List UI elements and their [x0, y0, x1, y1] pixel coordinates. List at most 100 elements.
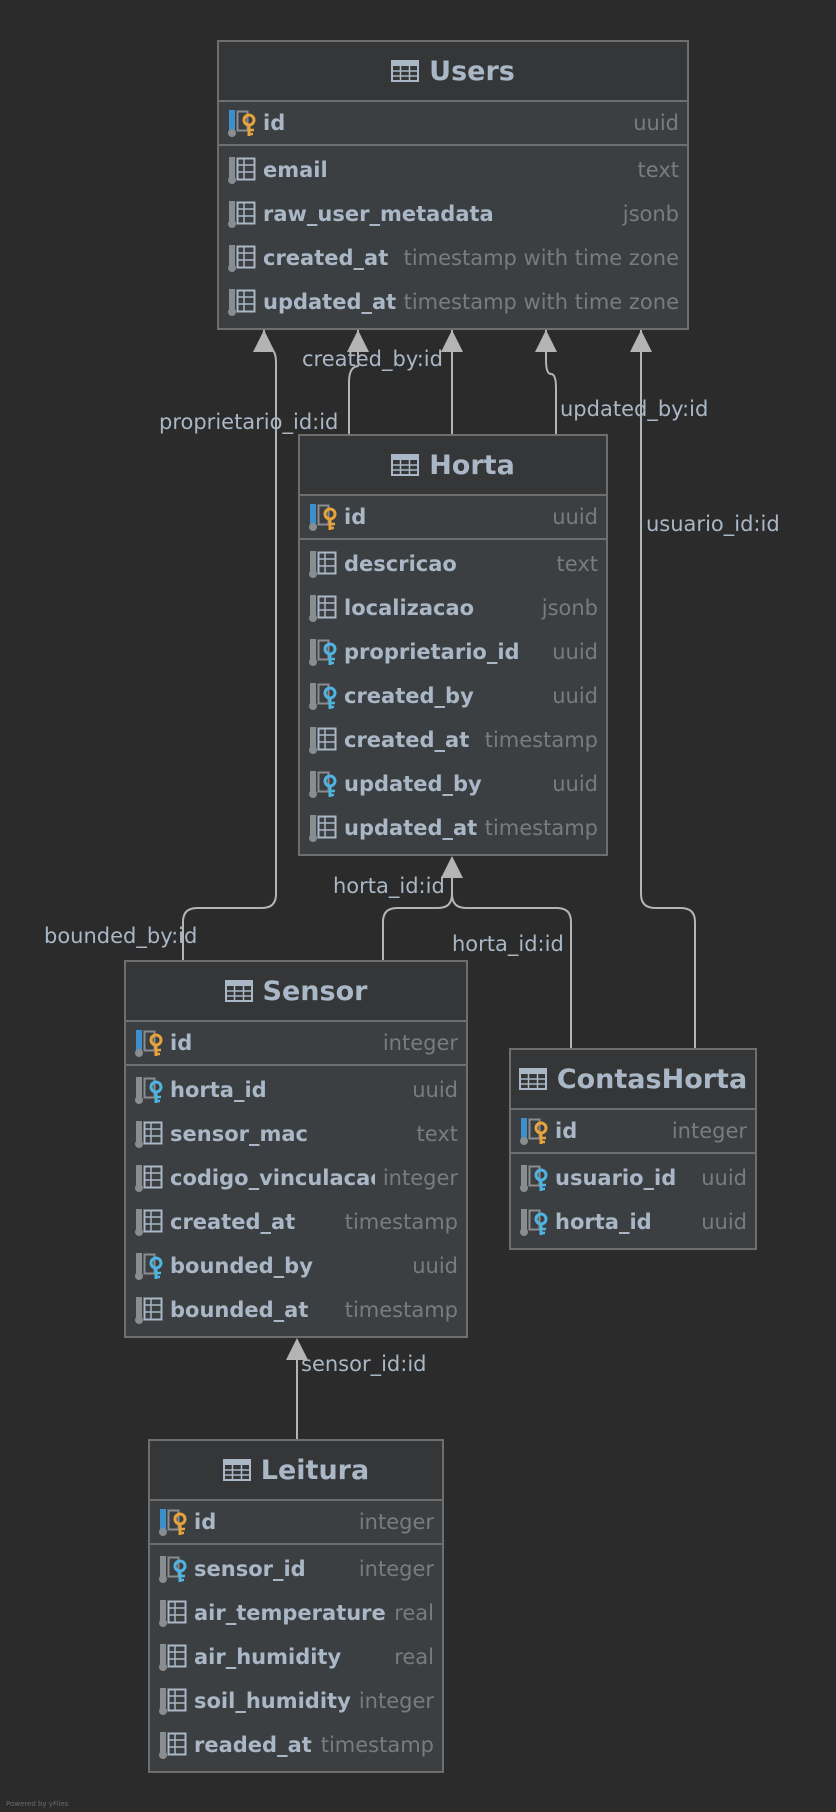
column-icon — [159, 1600, 187, 1627]
column-icon — [309, 815, 337, 842]
primary-key-icon — [520, 1118, 548, 1145]
column-type: uuid — [552, 684, 598, 708]
column-icon — [135, 1209, 163, 1236]
column-name: updated_by — [344, 772, 482, 796]
edge-label-proprietario-id: proprietario_id:id — [159, 410, 339, 434]
column-type: timestamp — [344, 1210, 458, 1234]
edge-label-sensor-id: sensor_id:id — [301, 1352, 427, 1376]
entity-header: Sensor — [126, 962, 466, 1022]
foreign-key-icon — [135, 1077, 163, 1104]
edge-label-contas-horta: horta_id:id — [452, 932, 564, 956]
entity-title: Leitura — [260, 1454, 370, 1486]
column-type: uuid — [412, 1254, 458, 1278]
column-name: air_humidity — [194, 1645, 342, 1669]
column-name: bounded_at — [170, 1298, 309, 1322]
column-name: readed_at — [194, 1733, 312, 1757]
column-name: sensor_mac — [170, 1122, 308, 1146]
column-name: created_by — [344, 684, 474, 708]
column-name: created_at — [170, 1210, 296, 1234]
column-name: usuario_id — [555, 1166, 677, 1190]
column-type: uuid — [701, 1166, 747, 1190]
column-type: uuid — [552, 640, 598, 664]
column-name: horta_id — [170, 1078, 267, 1102]
arrowhead-users-3 — [441, 330, 463, 352]
column-type: timestamp with time zone — [403, 290, 679, 314]
column-type: text — [416, 1122, 458, 1146]
column-name: id — [263, 111, 286, 135]
column-type: jsonb — [541, 596, 598, 620]
column-name: proprietario_id — [344, 640, 520, 664]
column-type: integer — [382, 1031, 458, 1055]
column-type: real — [394, 1601, 434, 1625]
column-type: jsonb — [622, 202, 679, 226]
column-row[interactable]: usuario_id uuid — [511, 1156, 755, 1200]
column-row[interactable]: bounded_by uuid — [126, 1244, 466, 1288]
column-row[interactable]: sensor_id integer — [150, 1547, 442, 1591]
foreign-key-icon — [159, 1556, 187, 1583]
column-row[interactable]: proprietario_id uuid — [300, 630, 606, 674]
column-name: created_at — [344, 728, 470, 752]
foreign-key-icon — [309, 771, 337, 798]
primary-key-row[interactable]: id uuid — [300, 496, 606, 540]
column-type: uuid — [552, 505, 598, 529]
column-type: text — [637, 158, 679, 182]
column-icon — [228, 157, 256, 184]
column-row[interactable]: air_temperature real — [150, 1591, 442, 1635]
column-icon — [228, 201, 256, 228]
column-name: sensor_id — [194, 1557, 306, 1581]
foreign-key-icon — [520, 1209, 548, 1236]
column-row[interactable]: updated_by uuid — [300, 762, 606, 806]
edge-usuario-id — [640, 330, 696, 1048]
column-name: bounded_by — [170, 1254, 313, 1278]
edge-label-sensor-horta: horta_id:id — [333, 874, 445, 898]
column-row[interactable]: updated_at timestamp with time zone — [219, 280, 687, 324]
column-name: updated_at — [263, 290, 396, 314]
column-row[interactable]: localizacao jsonb — [300, 586, 606, 630]
column-type: integer — [358, 1557, 434, 1581]
table-icon — [222, 1459, 251, 1481]
column-type: integer — [382, 1166, 458, 1190]
column-row[interactable]: created_at timestamp — [126, 1200, 466, 1244]
entity-title: ContasHorta — [556, 1063, 748, 1095]
column-icon — [309, 727, 337, 754]
column-row[interactable]: created_by uuid — [300, 674, 606, 718]
edge-contas-horta — [451, 876, 572, 1048]
arrowhead-horta — [441, 856, 463, 878]
column-type: timestamp with time zone — [403, 246, 679, 270]
column-name: id — [344, 505, 367, 529]
column-icon — [159, 1732, 187, 1759]
column-name: localizacao — [344, 596, 475, 620]
arrowhead-users-4 — [535, 330, 557, 352]
column-type: timestamp — [484, 816, 598, 840]
column-name: air_temperature — [194, 1601, 386, 1625]
column-row[interactable]: sensor_mac text — [126, 1112, 466, 1156]
column-type: uuid — [552, 772, 598, 796]
primary-key-icon — [159, 1509, 187, 1536]
entity-header: Horta — [300, 436, 606, 496]
